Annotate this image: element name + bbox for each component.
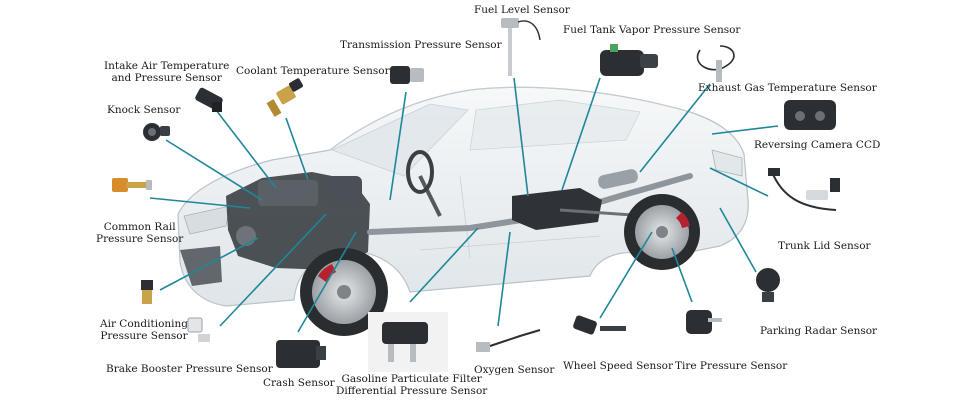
sensor-fuel-tank-vapor-icon [600,44,658,76]
sensor-wheel-speed-icon [573,315,626,335]
car-roofline [329,86,691,151]
label-fuel-tank-vapor: Fuel Tank Vapor Pressure Sensor [563,24,741,36]
fuel-tank [512,188,602,230]
front-brake-caliper [318,264,336,282]
rear-brake-caliper [676,212,690,228]
car-door-line [419,175,601,259]
sensor-coolant-icon [266,78,303,117]
label-trunk-lid: Trunk Lid Sensor [778,240,871,252]
leader-wheel-speed [599,231,653,319]
label-fuel-level: Fuel Level Sensor [474,4,570,16]
sensor-brake-booster-icon [187,317,210,342]
leader-trunk-lid [709,167,769,197]
leader-intake-air [215,109,277,189]
label-parking-radar: Parking Radar Sensor [760,325,878,337]
front-wheel [300,248,388,336]
leader-oxygen [497,231,511,327]
leader-transmission [389,91,407,201]
sensor-tire-pressure-icon [686,310,722,334]
sensor-reversing-camera-icon [784,100,836,130]
sensor-trunk-lid-icon [768,168,840,211]
label-wheel-speed: Wheel Speed Sensor [563,360,673,372]
leader-parking-radar [719,207,757,273]
leader-common-rail [149,197,251,209]
leader-knock [165,139,263,201]
leader-lines [149,77,779,333]
sensor-knock-icon [143,123,170,141]
label-exhaust-gas-temperature: Exhaust Gas Temperature Sensor [698,82,877,94]
label-tire-pressure: Tire Pressure Sensor [675,360,788,372]
car-windshield [330,103,469,177]
sensor-air-conditioning-icon [141,280,153,304]
rear-hub [656,226,668,238]
sensor-transmission-icon [390,66,424,84]
engine-assembly [226,172,370,270]
label-coolant-temperature: Coolant Temperature Sensor [236,65,390,77]
car-rear-light [711,149,743,177]
leader-reversing-camera [711,125,779,135]
sensor-intake-air-icon [195,87,223,112]
leader-tire-pressure [671,247,693,303]
engine-cover [322,176,362,206]
leader-crash [297,231,357,333]
label-reversing-camera: Reversing Camera CCD [754,139,881,151]
steering-column [418,175,442,217]
front-hub [337,285,351,299]
label-oxygen: Oxygen Sensor [474,364,555,376]
leader-coolant [285,117,309,181]
sensor-parking-radar-icon [756,268,780,302]
leader-fuel-level [513,77,529,197]
car-front-grille [180,246,222,286]
sensor-crash-icon [276,340,326,368]
leader-gpf [409,227,479,303]
label-knock: Knock Sensor [107,104,181,116]
engine-intake [258,180,318,206]
sensor-common-rail-icon [112,178,152,192]
label-transmission-pressure: Transmission Pressure Sensor [340,39,502,51]
sensor-exhaust-gas-icon [696,45,735,82]
car-headlight [183,205,231,235]
drivetrain [367,150,693,235]
engine-pulley [236,226,256,246]
rear-wheel [624,194,700,270]
sensor-oxygen-icon [476,329,541,352]
sensor-gpf-icon [368,312,448,372]
leader-fuel-tank-vapor [561,77,601,191]
car-side-window [469,99,641,151]
sensor-fuel-level-icon [501,18,541,76]
leader-brake-booster [219,213,327,327]
muffler [598,169,638,189]
steering-wheel [406,150,434,194]
label-brake-booster: Brake Booster Pressure Sensor [106,363,273,375]
leader-air-conditioning [159,237,259,291]
label-crash: Crash Sensor [263,377,335,389]
leader-exhaust-gas [639,83,711,173]
